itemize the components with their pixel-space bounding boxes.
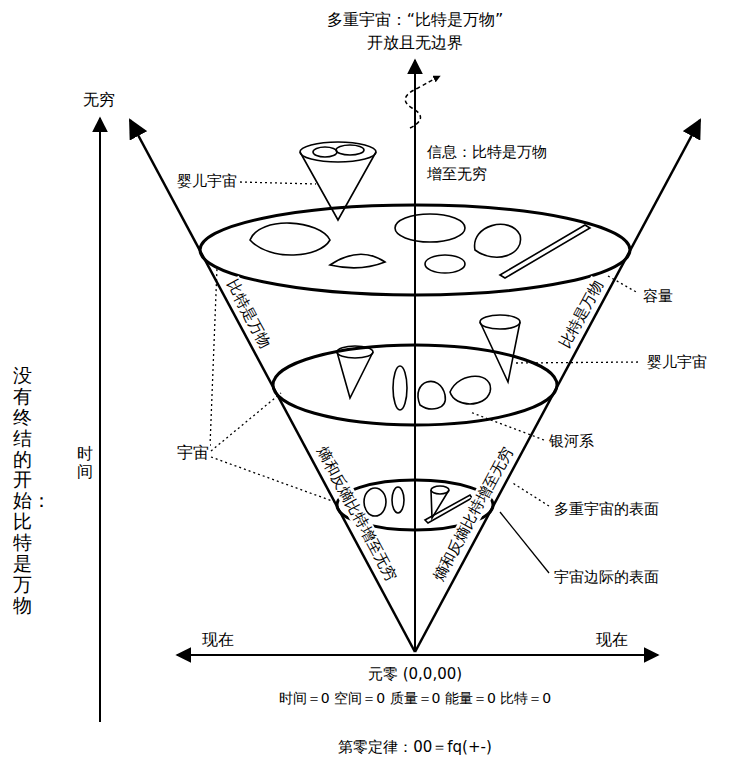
title-line: 多重宇宙：“比特是万物” [326,10,505,29]
blob [330,254,385,268]
leader-line [211,393,281,451]
cone-side-label: 熵和反熵比特增至无穷 [313,443,401,585]
leader-line [500,512,549,573]
present-axis [177,654,658,656]
callout-label: 婴儿宇宙 [176,172,238,190]
axis-label: 现在 [595,630,629,649]
baby-cone-rim [431,486,449,494]
blob [475,224,521,257]
baby-cone [337,352,373,398]
center-axis [414,60,416,652]
callout-label: 宇宙 [176,443,210,462]
blob [450,376,490,404]
law-label: 第零定律：00＝fq(+-) [337,738,493,756]
leader-line [511,482,549,506]
baby-cone [431,490,449,518]
time-axis [99,118,101,722]
origin-values: 时间＝0 空间＝0 质量＝0 能量＝0 比特＝0 [278,690,552,707]
needle [500,225,590,278]
callout-label: 多重宇宙的表面 [553,500,660,518]
blob [364,488,386,516]
blob [418,381,445,408]
callout-label: 宇宙边际的表面 [553,568,660,586]
axis-label: 无穷 [82,90,116,109]
baby-cone-rim [480,315,520,329]
blob [392,487,404,513]
blob [425,255,465,273]
wavy-arrow [405,76,440,128]
blob [250,223,330,255]
leader-line [240,182,316,184]
blob [395,214,465,242]
leader-line [211,457,335,502]
blob [393,366,407,410]
axis-label: 时间 [77,445,93,480]
baby-cone [480,322,520,382]
universe-ring [200,205,630,295]
blob [336,145,364,155]
baby-cone-rim [337,346,373,358]
title-line: 开放且无边界 [366,33,464,52]
leader-line [516,362,641,363]
vertical-caption: 没有终结的开始：比特是万物 [13,365,32,616]
axis-label: 现在 [201,630,235,649]
blob [313,147,337,157]
callout-label: 容量 [642,287,674,305]
baby-cone [300,152,376,220]
origin-label: 元零 (0,0,00) [367,665,463,683]
universe-ring [273,345,557,425]
leader-line [608,276,638,293]
callout-label: 银河系 [548,432,595,450]
leader-line [210,268,217,446]
info-label: 增至无穷 [426,165,488,183]
callout-label: 婴儿宇宙 [646,353,708,371]
leader-line [470,412,544,440]
info-label: 信息：比特是万物 [426,143,548,161]
baby-cone-rim [300,142,376,162]
